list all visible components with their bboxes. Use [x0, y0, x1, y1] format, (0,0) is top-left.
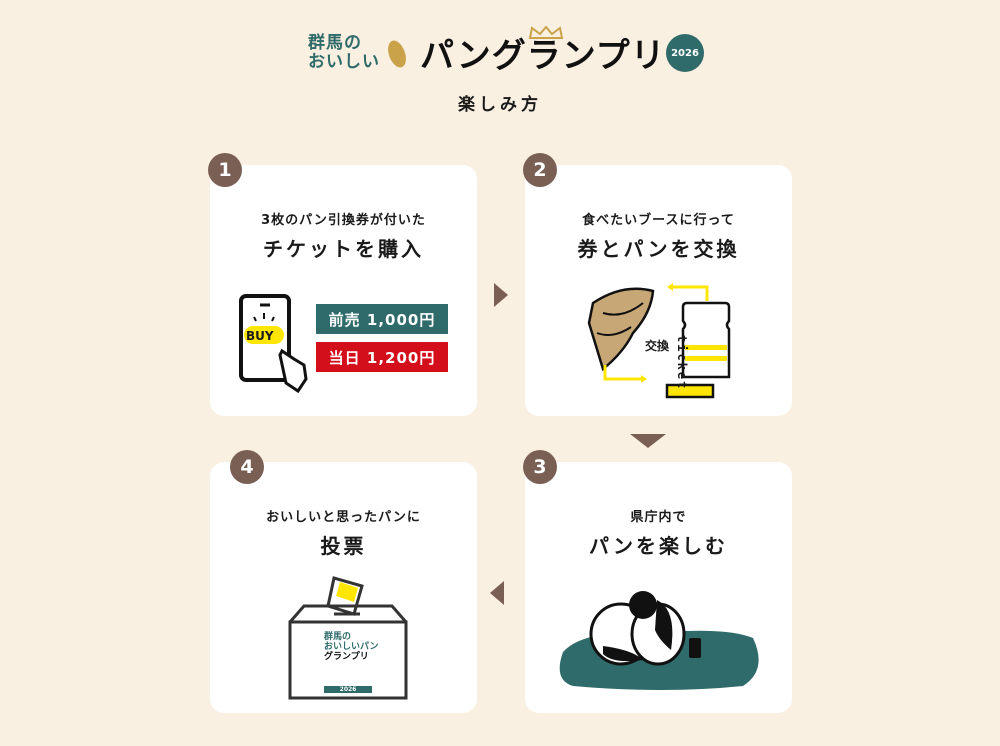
step-number: 1 [208, 153, 242, 187]
advance-price: 前売 1,000円 [316, 304, 448, 334]
arrow-left-icon [490, 581, 504, 605]
step-card-1: 1 3枚のパン引換券が付いた チケットを購入 BUY 前売 1,000円 当日 … [208, 153, 477, 416]
box-logo-line1: 群馬の [324, 632, 352, 642]
box-logo-year: 2026 [339, 686, 357, 693]
step-line2: チケットを購入 [263, 237, 424, 261]
step-line1: おいしいと思ったパンに [266, 510, 421, 525]
croissant-ticket-exchange-icon [587, 283, 731, 399]
door-price: 当日 1,200円 [316, 342, 448, 372]
step-number: 2 [523, 153, 557, 187]
step-line2: パンを楽しむ [589, 534, 728, 558]
step-number: 4 [230, 450, 264, 484]
ballot-box-icon [288, 576, 408, 700]
smartphone-icon [239, 294, 308, 394]
step-card-4: 4 おいしいと思ったパンに 投票 群馬の おいしいパン グランプリ 2026 [210, 450, 477, 713]
bread-icon [388, 40, 406, 68]
crown-icon [528, 26, 564, 39]
page-title: 楽しみ方 [458, 95, 542, 115]
step-line2: 投票 [320, 534, 367, 558]
arrow-right-icon [494, 283, 508, 307]
step-line1: 県庁内で [630, 510, 687, 525]
logo-line1: 群馬の [308, 33, 362, 53]
event-logo: 群馬の おいしい パングランプリ 2026 [308, 26, 708, 80]
ticket-label: ticket [675, 335, 689, 391]
logo-line2: おいしい [308, 52, 380, 72]
box-logo-line2: おいしいパン [324, 642, 379, 652]
logo-small-text: 群馬の おいしい [308, 34, 380, 72]
box-logo: 群馬の おいしいパン グランプリ [324, 632, 378, 662]
year-medal: 2026 [666, 34, 704, 72]
people-picnic-icon [559, 591, 759, 690]
box-logo-line3: グランプリ [324, 652, 369, 662]
step-line1: 3枚のパン引換券が付いた [261, 213, 426, 228]
arrow-down-icon [630, 434, 666, 448]
step-number: 3 [523, 450, 557, 484]
logo-main: パングランプリ [420, 36, 666, 76]
exchange-label: 交換 [645, 339, 670, 353]
buy-label: BUY [246, 329, 274, 343]
step-line2: 券とパンを交換 [577, 237, 740, 261]
step-line1: 食べたいブースに行って [582, 213, 735, 228]
step-card-3: 3 県庁内で パンを楽しむ [523, 450, 792, 713]
step-card-2: 2 食べたいブースに行って 券とパンを交換 交換 ticket [523, 153, 792, 416]
